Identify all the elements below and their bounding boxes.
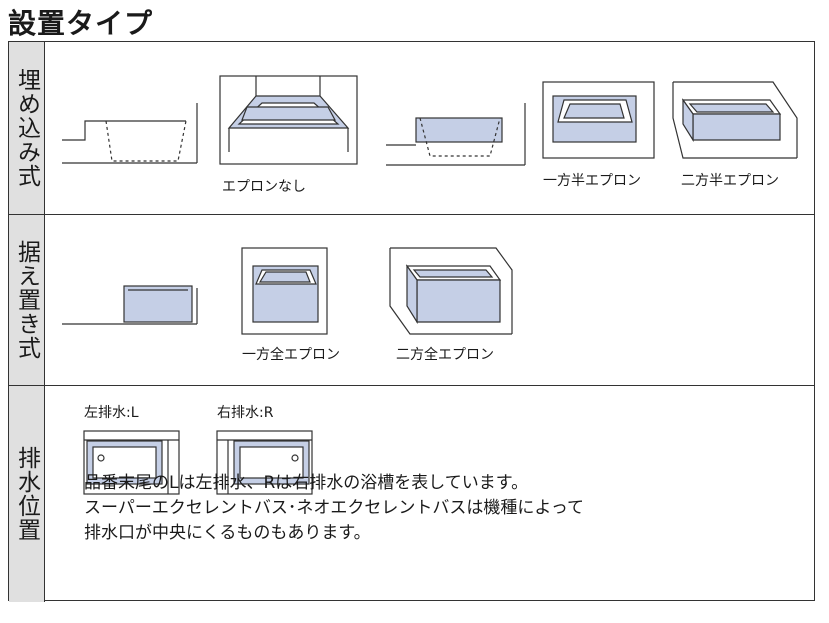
caption-half-apron-one-side: 一方半エプロン (543, 173, 641, 189)
row-drain-position: 排水位置 (9, 386, 814, 602)
note-line-3: 排水口が中央にくるものもあります。 (84, 523, 371, 543)
caption-right-drain: 右排水:R (217, 405, 274, 421)
note-line-2: スーパーエクセレントバス･ネオエクセレントバスは機種によって (84, 498, 584, 518)
built-in-half-apron-one-side-section (386, 103, 526, 166)
freestanding-full-apron-two-side-3d (389, 247, 513, 335)
built-in-half-apron-two-side-3d (672, 81, 798, 159)
right-drain-diagram (216, 430, 313, 495)
left-drain-diagram (83, 430, 180, 495)
built-in-no-apron-3d-diagram (219, 75, 358, 165)
drain-note: 品番末尾のLは左排水、Rは右排水の浴槽を表しています。 スーパーエクセレントバス… (84, 471, 584, 546)
row-freestanding: 据え置き式 (9, 215, 814, 386)
note-line-1: 品番末尾のLは左排水、Rは右排水の浴槽を表しています。 (84, 473, 529, 493)
row-header-drain: 排水位置 (9, 386, 45, 602)
caption-left-drain: 左排水:L (84, 405, 139, 421)
installation-type-table: 埋め込み式 据え置き式 排水位置 (8, 41, 815, 602)
freestanding-section-diagram (62, 285, 198, 325)
row-header-built-in: 埋め込み式 (9, 42, 45, 214)
caption-full-apron-two-side: 二方全エプロン (396, 347, 494, 363)
caption-half-apron-two-side: 二方半エプロン (681, 173, 779, 189)
built-in-no-apron-section-diagram (62, 103, 198, 164)
built-in-half-apron-one-side-3d (542, 81, 655, 159)
caption-full-apron-one-side: 一方全エプロン (242, 347, 340, 363)
freestanding-full-apron-one-side-3d (241, 247, 328, 335)
row-header-freestanding: 据え置き式 (9, 215, 45, 385)
caption-no-apron: エプロンなし (222, 179, 306, 195)
page-title: 設置タイプ (8, 7, 154, 40)
row-built-in: 埋め込み式 (9, 42, 814, 215)
